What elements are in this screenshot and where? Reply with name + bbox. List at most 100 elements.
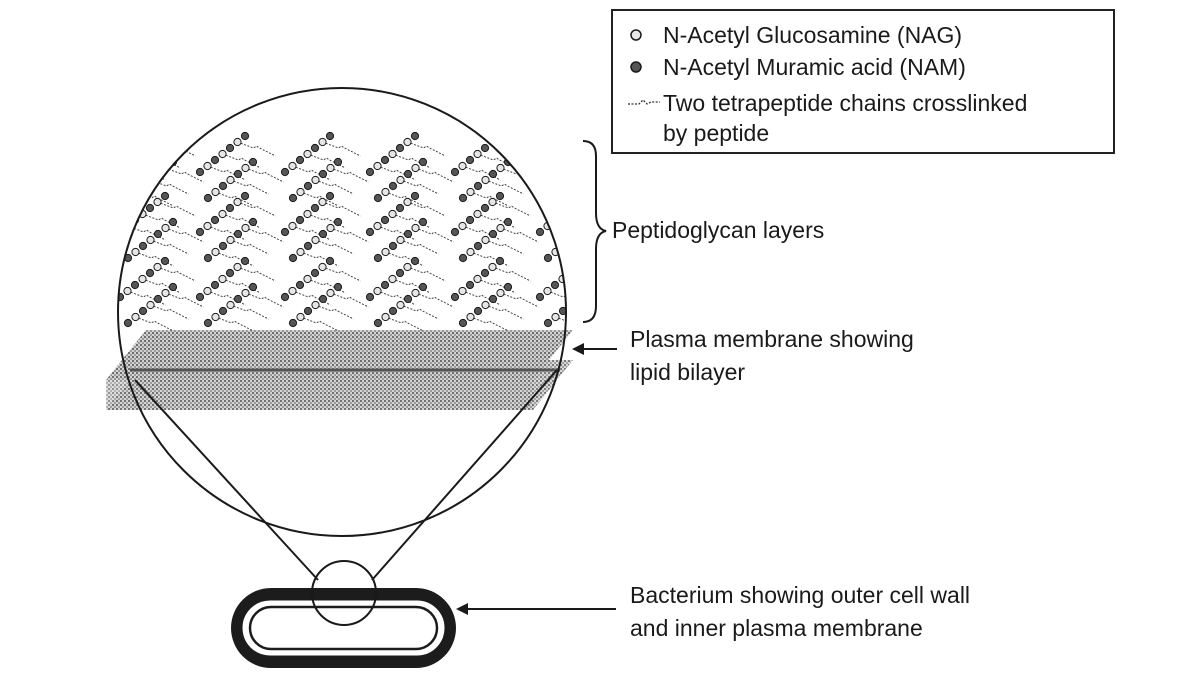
nag-bead xyxy=(326,163,335,173)
nam-bead xyxy=(310,268,320,278)
peptide-crosslink xyxy=(135,251,174,267)
nag-bead xyxy=(138,274,147,284)
nam-bead xyxy=(288,318,298,328)
peptide-crosslink xyxy=(230,179,269,195)
peptide-crosslink xyxy=(222,278,261,294)
nam-bead xyxy=(130,155,140,165)
peptide-crosslink xyxy=(571,180,609,194)
nag-bead xyxy=(396,175,405,185)
peptide-crosslink xyxy=(415,227,454,243)
nag-bead xyxy=(211,312,220,322)
bacterium-label-line2: and inner plasma membrane xyxy=(630,615,923,641)
plasma-membrane-label-line2: lipid bilayer xyxy=(630,359,746,385)
nag-bead xyxy=(373,221,382,231)
nam-bead xyxy=(325,191,335,201)
nam-bead xyxy=(473,241,483,251)
plasma-membrane-label-line1: Plasma membrane showing xyxy=(630,326,914,352)
peptide-crosslink xyxy=(222,153,261,169)
peptide-crosslink xyxy=(322,266,361,282)
nam-bead xyxy=(295,155,305,165)
peptide-crosslink xyxy=(470,316,509,332)
nam-bead xyxy=(558,306,566,316)
nam-bead xyxy=(418,217,428,227)
nam-bead xyxy=(195,167,205,177)
nam-bead xyxy=(365,167,375,177)
nam-bead xyxy=(303,241,313,251)
nam-bead xyxy=(153,294,163,304)
nam-bead xyxy=(543,193,553,203)
nam-bead xyxy=(558,241,566,251)
nag-bead xyxy=(488,262,497,272)
nam-bead xyxy=(535,167,545,177)
nam-bead xyxy=(495,191,505,201)
nam-bead xyxy=(240,191,250,201)
peptide-crosslink xyxy=(230,239,269,255)
peptide-crosslink xyxy=(330,167,369,183)
peptidoglycan-mesh xyxy=(118,131,624,332)
legend: N-Acetyl Glucosamine (NAG) N-Acetyl Mura… xyxy=(611,9,1115,154)
nag-bead xyxy=(567,236,574,243)
nag-bead xyxy=(466,187,475,197)
small-zoom-circle xyxy=(311,560,377,626)
peptide-crosslink xyxy=(307,153,346,169)
nag-bead xyxy=(496,288,505,298)
peptide-crosslink xyxy=(142,278,181,294)
nam-bead xyxy=(295,215,305,225)
nam-bead xyxy=(203,253,213,263)
peptide-crosslink xyxy=(385,251,424,267)
nam-bead xyxy=(395,268,405,278)
nag-bead xyxy=(473,209,482,219)
nam-bead xyxy=(168,282,178,292)
nag-bead xyxy=(458,161,467,171)
nag-bead xyxy=(211,247,220,257)
nam-bead xyxy=(581,257,588,264)
nam-bead xyxy=(465,280,475,290)
nag-bead xyxy=(582,224,589,231)
peptide-crosslink xyxy=(322,141,361,157)
nag-bead xyxy=(218,149,227,159)
peptide-crosslink xyxy=(485,304,524,320)
peptide-crosslink xyxy=(477,153,516,169)
peptide-crosslink xyxy=(500,292,539,308)
nag-bead xyxy=(458,221,467,231)
nam-bead xyxy=(195,292,205,302)
nam-bead xyxy=(123,193,133,203)
nag-bead xyxy=(388,274,397,284)
peptide-crosslink xyxy=(300,316,339,332)
legend-nam-label: N-Acetyl Muramic acid (NAM) xyxy=(663,54,966,80)
peptide-crosslink xyxy=(207,165,246,181)
peptide-crosslink xyxy=(492,141,531,157)
nam-bead xyxy=(318,169,328,179)
nag-bead xyxy=(233,197,242,207)
peptide-crosslink xyxy=(315,179,354,195)
nam-bead xyxy=(380,215,390,225)
nag-bead xyxy=(318,262,327,272)
nam-bead xyxy=(218,241,228,251)
nam-bead xyxy=(503,217,513,227)
nam-bead xyxy=(565,203,566,213)
nag-bead xyxy=(288,161,297,171)
nag-bead xyxy=(396,300,405,310)
nag-bead xyxy=(551,312,560,322)
nam-bead xyxy=(388,241,398,251)
peptide-crosslink xyxy=(586,293,624,307)
nam-bead xyxy=(373,318,383,328)
nam-bead xyxy=(503,282,513,292)
nag-bead xyxy=(131,247,140,257)
peptide-crosslink xyxy=(307,213,346,229)
peptide-crosslink xyxy=(555,316,566,332)
nam-bead xyxy=(550,155,560,165)
nam-bead xyxy=(480,203,490,213)
nam-bead xyxy=(410,131,420,141)
nam-bead xyxy=(145,203,155,213)
nam-bead xyxy=(333,217,343,227)
nam-bead xyxy=(458,193,468,203)
nag-bead xyxy=(303,274,312,284)
nag-bead xyxy=(574,263,581,270)
nag-bead xyxy=(558,149,566,159)
nag-bead xyxy=(403,137,412,147)
bacterium-inner-membrane xyxy=(242,600,445,656)
nam-bead xyxy=(168,217,178,227)
peptide-crosslink xyxy=(547,290,566,306)
nam-bead xyxy=(488,169,498,179)
